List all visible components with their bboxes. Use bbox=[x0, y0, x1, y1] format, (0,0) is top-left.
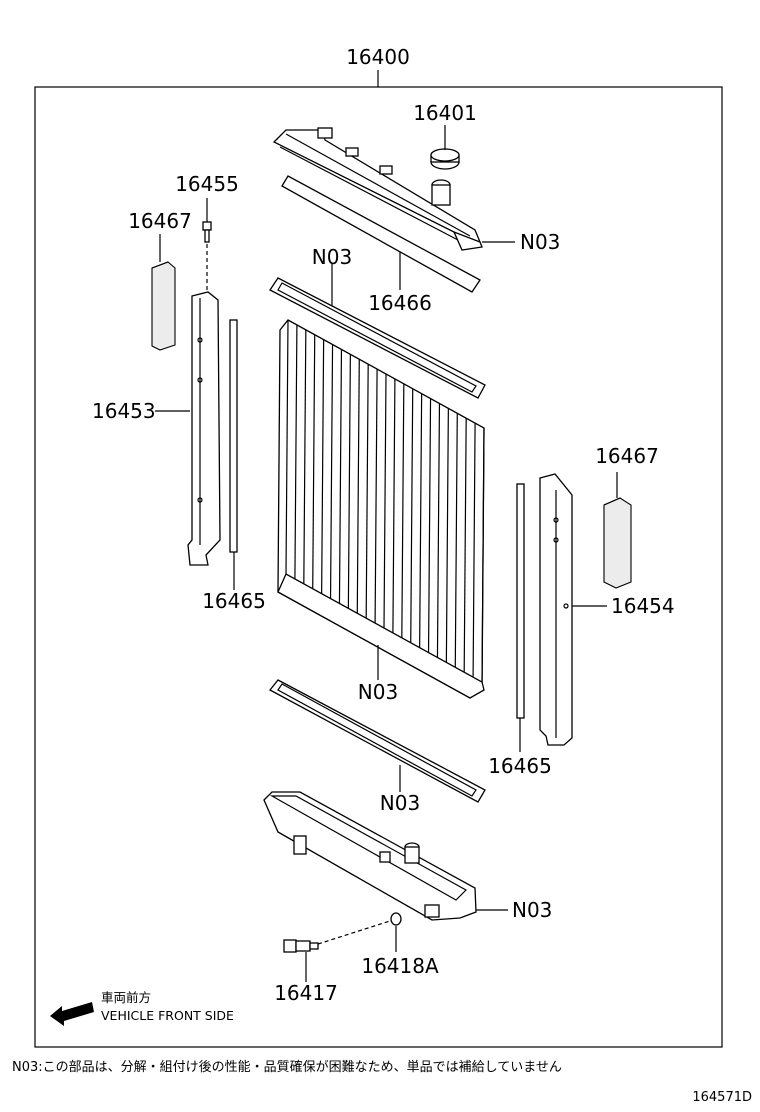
label-n03-lower-packing: N03 bbox=[380, 791, 420, 815]
label-16418a: 16418A bbox=[361, 954, 439, 978]
label-n03-upper-packing: N03 bbox=[312, 245, 352, 269]
label-16466: 16466 bbox=[368, 291, 432, 315]
label-16465-right: 16465 bbox=[488, 754, 552, 778]
core-tube bbox=[481, 427, 485, 683]
direction-label-jp: 車両前方 bbox=[101, 990, 151, 1005]
left-side-bracket bbox=[187, 291, 221, 566]
core-tube bbox=[347, 354, 351, 609]
radiator-cap bbox=[430, 148, 460, 170]
direction-label-en: VEHICLE FRONT SIDE bbox=[101, 1008, 234, 1023]
core-tube bbox=[445, 408, 449, 663]
core-tube bbox=[285, 319, 289, 575]
core-tube bbox=[303, 329, 307, 584]
label-n03-lower-tank: N03 bbox=[512, 898, 552, 922]
diagram-code: 164571D bbox=[692, 1090, 752, 1105]
lower-packing bbox=[269, 679, 486, 803]
core-tube bbox=[294, 324, 298, 579]
drain-cock bbox=[283, 939, 319, 953]
label-16400: 16400 bbox=[346, 45, 410, 69]
core-tube bbox=[312, 334, 316, 589]
label-16455: 16455 bbox=[175, 172, 239, 196]
lower-tank bbox=[263, 791, 477, 921]
label-16467-left: 16467 bbox=[128, 209, 192, 233]
label-16417: 16417 bbox=[274, 981, 338, 1005]
core-tube bbox=[374, 369, 378, 624]
core-tube bbox=[463, 418, 467, 673]
front-direction-arrow-icon bbox=[50, 1002, 94, 1026]
label-16401: 16401 bbox=[413, 101, 477, 125]
label-n03-core: N03 bbox=[358, 680, 398, 704]
label-16453: 16453 bbox=[92, 399, 156, 423]
core-tube bbox=[383, 373, 387, 629]
core-tube bbox=[365, 364, 369, 619]
right-side-seal bbox=[516, 483, 525, 719]
o-ring bbox=[390, 912, 402, 926]
upper-packing bbox=[269, 277, 486, 399]
core-tube bbox=[321, 339, 325, 594]
upper-tank bbox=[272, 127, 483, 251]
core-tube bbox=[454, 413, 458, 668]
right-side-bracket bbox=[539, 473, 573, 746]
core-tube bbox=[410, 388, 414, 643]
footnote: N03:この部品は、分解・組付け後の性能・品質確保が困難なため、単品では補給して… bbox=[12, 1059, 562, 1075]
radiator-core bbox=[277, 319, 485, 699]
drain-cock-alignment-line bbox=[317, 920, 391, 945]
core-tube bbox=[472, 423, 476, 678]
core-tube bbox=[392, 378, 396, 633]
label-16454: 16454 bbox=[611, 594, 675, 618]
upper-seal bbox=[281, 175, 481, 293]
label-16465-left: 16465 bbox=[202, 589, 266, 613]
left-side-seal bbox=[229, 319, 238, 553]
core-tube bbox=[436, 403, 441, 658]
core-tube bbox=[401, 383, 405, 638]
core-tube bbox=[419, 393, 423, 648]
core-tube bbox=[329, 344, 334, 599]
core-tube bbox=[338, 349, 343, 604]
label-16467-right: 16467 bbox=[595, 444, 659, 468]
label-n03-top: N03 bbox=[520, 230, 560, 254]
core-tube bbox=[356, 359, 360, 614]
core-tube bbox=[427, 398, 432, 653]
right-cushion bbox=[603, 497, 632, 589]
left-cushion bbox=[151, 261, 176, 351]
bolt bbox=[202, 221, 212, 243]
